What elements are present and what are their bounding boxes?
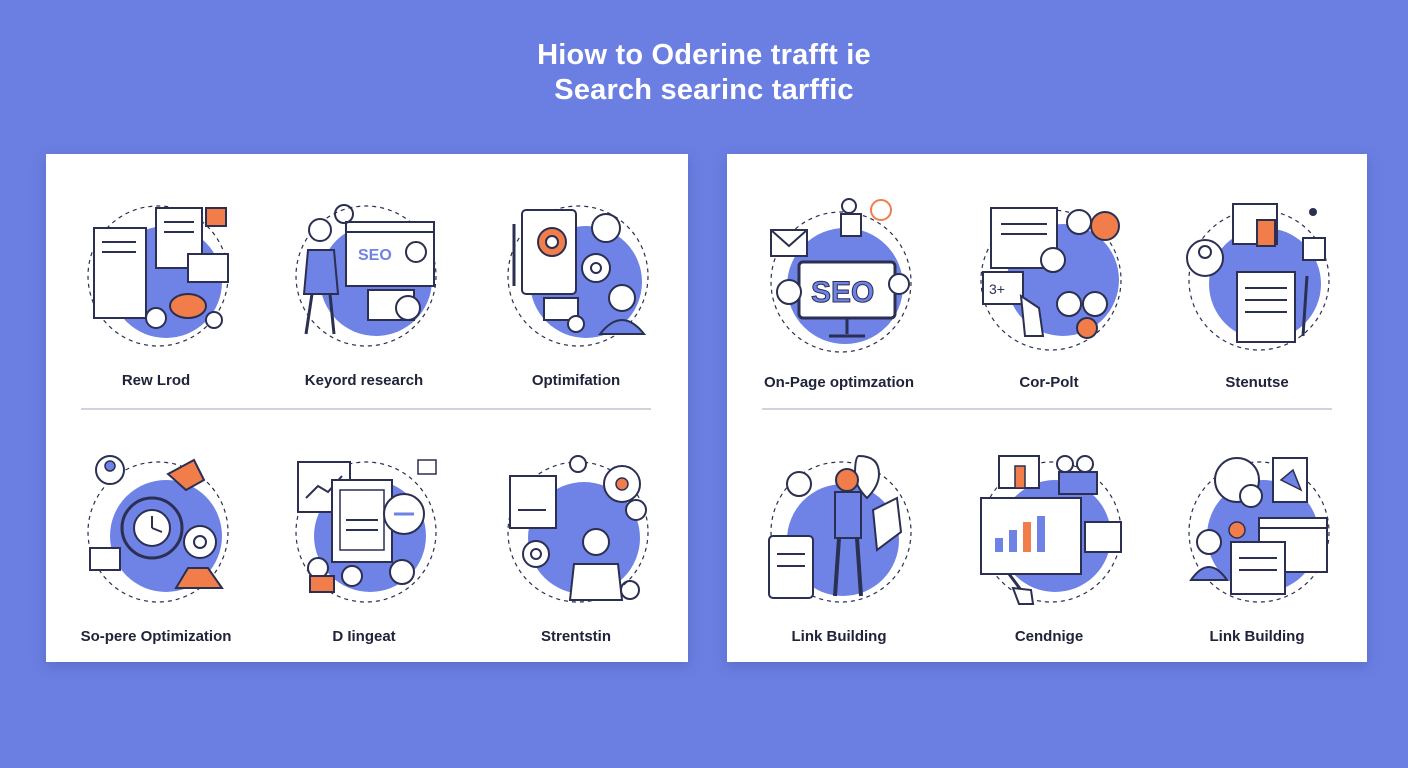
- topic-label: Cendnige: [1014, 628, 1084, 645]
- user-document-icon: [1186, 203, 1330, 351]
- topic-card: D Iingeat: [274, 420, 454, 645]
- report-document-icon: [295, 459, 437, 603]
- topic-card: Link Building: [1167, 420, 1347, 645]
- topic-label: Cor-Polt: [1019, 374, 1079, 391]
- topic-card: SEO On-Page optimzation: [749, 166, 929, 391]
- svg-text:SEO: SEO: [358, 247, 392, 264]
- topic-label: Optimifation: [531, 372, 621, 389]
- topic-card: Rew Lrod: [66, 164, 246, 389]
- panel-divider: [762, 408, 1332, 410]
- count-badge: 3+: [989, 281, 1005, 297]
- topic-label: Strentstin: [540, 628, 611, 645]
- topic-label: Link Building: [791, 628, 887, 645]
- dashboard-chart-icon: [980, 455, 1122, 605]
- topic-label: Stenutse: [1225, 374, 1289, 391]
- title-line-1: Hiow to Oderine trafft ie: [537, 39, 871, 71]
- document-analysis-icon: [87, 205, 229, 347]
- topic-label: So-pere Optimization: [80, 628, 232, 645]
- left-panel: Rew Lrod SEO Keyord research: [46, 154, 688, 662]
- topic-card: Stenutse: [1167, 166, 1347, 391]
- optimization-gears-icon: [507, 205, 649, 347]
- strategy-person-icon: [507, 455, 649, 603]
- topic-label: Keyord research: [304, 372, 424, 389]
- right-panel: SEO On-Page optimzation 3+ Cor-Polt: [727, 154, 1367, 662]
- topic-label: D Iingeat: [332, 628, 396, 645]
- seo-badge: SEO: [811, 276, 874, 309]
- topic-label: On-Page optimzation: [764, 374, 914, 391]
- topic-label: Rew Lrod: [121, 372, 191, 389]
- topic-label: Link Building: [1209, 628, 1305, 645]
- topic-card: So-pere Optimization: [66, 420, 246, 645]
- panel-divider: [81, 408, 651, 410]
- link-building-person-icon: [768, 454, 912, 603]
- topic-card: 3+ Cor-Polt: [959, 166, 1139, 391]
- team-browser-icon: [1188, 457, 1330, 603]
- topic-card: Optimifation: [486, 164, 666, 389]
- keyword-research-icon: SEO: [295, 204, 437, 347]
- topic-card: SEO Keyord research: [274, 164, 454, 389]
- seo-monitor-icon: SEO: [770, 198, 912, 353]
- content-touch-icon: 3+: [980, 207, 1122, 351]
- page-title: Hiow to Oderine trafft ie Search searinc…: [0, 38, 1408, 108]
- topic-card: Link Building: [749, 420, 929, 645]
- topic-card: Strentstin: [486, 420, 666, 645]
- topic-card: Cendnige: [959, 420, 1139, 645]
- title-line-2: Search searinc tarffic: [554, 74, 854, 106]
- gear-analytics-icon: [87, 455, 229, 603]
